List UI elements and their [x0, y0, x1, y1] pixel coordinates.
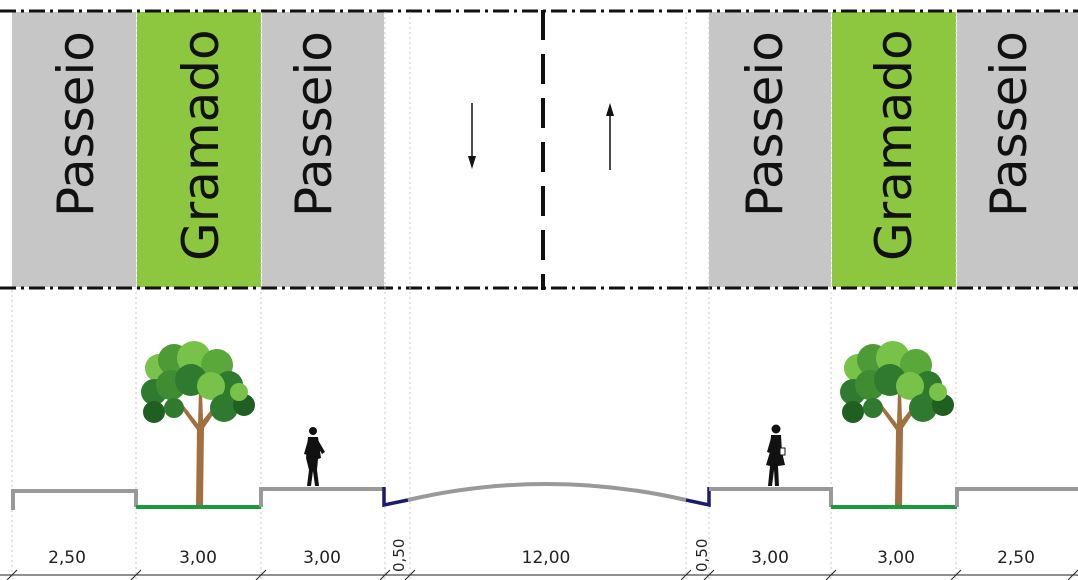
sidewalk-strip-1 [12, 12, 136, 287]
plan-view: Passeio Gramado Passeio Passeio Gramado … [0, 9, 1078, 290]
road-strip [386, 12, 708, 287]
dimension-label-5: 12,00 [522, 548, 571, 568]
sidewalk-strip-3 [709, 12, 831, 287]
dimension-label-6: 0,50 [693, 539, 711, 572]
dimension-label-3: 3,00 [303, 548, 341, 568]
strip-label-6: Passeio [980, 31, 1038, 217]
strip-label-2: Gramado [172, 29, 230, 261]
section-profile [11, 482, 1078, 510]
right-sidewalk-2-profile [955, 487, 1078, 507]
road-crown-profile [407, 482, 687, 502]
dimension-label-8: 3,00 [877, 548, 915, 568]
strip-label-3: Passeio [285, 31, 343, 217]
dimension-label-7: 3,00 [751, 548, 789, 568]
left-sidewalk-2-profile [259, 487, 384, 507]
right-sidewalk-profile [709, 487, 833, 507]
left-curb [382, 487, 409, 508]
pedestrian-icon [304, 427, 325, 486]
grass-strip-1 [137, 12, 261, 287]
dimension-label-9: 2,50 [997, 548, 1035, 568]
tree-icon [141, 341, 255, 505]
sidewalk-strip-4 [957, 12, 1078, 287]
down-arrow-icon [468, 103, 476, 169]
dimension-label-1: 2,50 [48, 548, 86, 568]
dimension-line: 2,50 3,00 3,00 0,50 12,00 0,50 3,00 3,00… [0, 539, 1078, 580]
sidewalk-strip-2 [262, 12, 384, 287]
left-sidewalk-profile [11, 489, 138, 510]
tree-icon [840, 341, 954, 505]
strip-label-5: Gramado [865, 29, 923, 261]
right-curb [685, 487, 711, 508]
dimension-label-2: 3,00 [179, 548, 217, 568]
dimension-label-4: 0,50 [390, 539, 408, 572]
pedestrian-icon [766, 424, 786, 486]
up-arrow-icon [606, 103, 614, 170]
grass-strip-2 [832, 12, 956, 287]
strip-label-1: Passeio [47, 31, 105, 217]
strip-label-4: Passeio [736, 31, 794, 217]
zone-dividers [11, 12, 957, 580]
